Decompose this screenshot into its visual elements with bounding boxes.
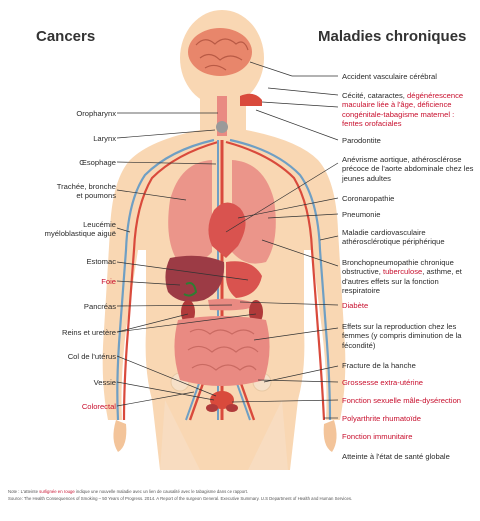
label-cecite-text: Cécité, cataractes,	[342, 91, 407, 100]
label-avc: Accident vasculaire cérébral	[342, 72, 437, 81]
footnote-note-highlight: surlignée en rouge	[39, 489, 75, 494]
label-col-uterus: Col de l'utérus	[67, 352, 116, 361]
lungs	[168, 160, 276, 264]
label-bpco-text-end: , asthme, et d'autres effets sur la fonc…	[342, 267, 462, 296]
label-oropharynx: Oropharynx	[76, 109, 116, 118]
throat	[216, 93, 262, 136]
label-fonction-sexuelle: Fonction sexuelle mâle-dysérection	[342, 396, 462, 405]
brain-organ	[188, 28, 252, 76]
label-hanche: Fracture de la hanche	[342, 361, 416, 370]
intestines	[174, 316, 270, 386]
label-bpco: Bronchopneumopathie chronique obstructiv…	[342, 258, 476, 296]
label-larynx: Larynx	[93, 134, 116, 143]
label-polyarthrite: Polyarthrite rhumatoïde	[342, 414, 421, 423]
footnote-note-text: Note : L'atteinte	[8, 489, 40, 494]
label-cecite: Cécité, cataractes, dégénérescence macul…	[342, 91, 476, 129]
label-pneumonie: Pneumonie	[342, 210, 381, 219]
label-reproduction: Effets sur la reproduction chez les femm…	[342, 322, 462, 350]
label-reins: Reins et uretère	[61, 328, 116, 337]
label-parodontite: Parodontite	[342, 136, 381, 145]
label-diabete: Diabète	[342, 301, 369, 310]
label-bpco-text: Bronchopneumopathie chronique obstructiv…	[342, 258, 454, 277]
leader-lines	[116, 61, 339, 419]
label-leucemie: Leucémie myéloblastique aiguë	[44, 220, 116, 239]
abdominal-organs	[165, 255, 263, 324]
label-pancreas: Pancréas	[83, 302, 116, 311]
label-anevrisme: Anévrisme aortique, athérosclérose préco…	[342, 155, 474, 183]
chronic-diseases-heading: Maladies chroniques	[318, 28, 467, 45]
heart-organ	[208, 202, 246, 258]
label-maladie-cardio: Maladie cardiovasculaire athérosclérotiq…	[342, 228, 445, 247]
label-coronaropathie: Coronaropathie	[342, 194, 395, 203]
label-bpco-highlight: tuberculose	[382, 267, 423, 277]
footnote-note-text-end: indique une nouvelle maladie avec un lie…	[74, 489, 248, 494]
label-estomac: Estomac	[86, 257, 116, 266]
footnote-source: Source: The Health Consequences of Smoki…	[8, 495, 353, 501]
body-silhouette	[102, 10, 346, 470]
label-oesophage: Œsophage	[79, 158, 116, 167]
pelvic-organs	[206, 391, 238, 412]
footnote: Note : L'atteinte surlignée en rouge ind…	[8, 489, 472, 502]
label-trachee: Trachée, bronche et poumons	[56, 182, 116, 201]
label-colorectal: Colorectal	[81, 402, 116, 411]
cancers-heading: Cancers	[36, 28, 96, 45]
label-foie: Foie	[101, 277, 116, 286]
footnote-note: Note : L'atteinte surlignée en rouge ind…	[8, 489, 472, 496]
label-etat-sante: Atteinte à l'état de santé globale	[342, 452, 450, 461]
label-cecite-highlight: dégénérescence maculaire liée à l'âge, d…	[342, 91, 464, 129]
label-immunitaire: Fonction immunitaire	[342, 432, 413, 441]
label-grossesse: Grossesse extra-utérine	[342, 378, 424, 387]
label-vessie: Vessie	[93, 378, 116, 387]
